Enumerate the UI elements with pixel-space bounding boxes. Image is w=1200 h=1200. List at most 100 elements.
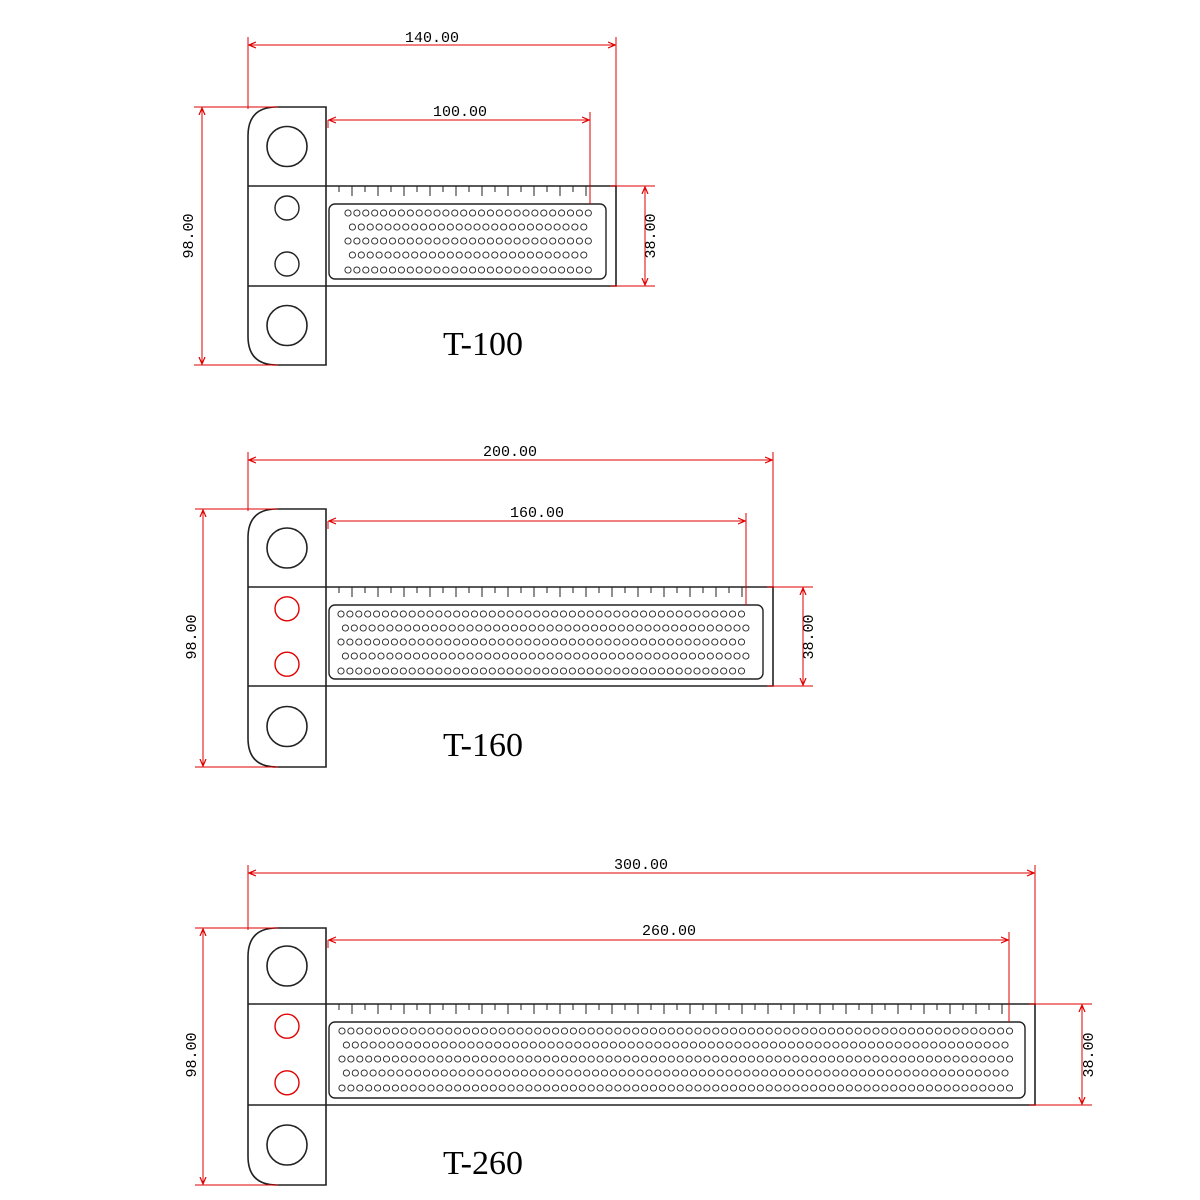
marking-hole	[608, 652, 616, 660]
marking-hole	[623, 1027, 631, 1035]
marking-hole	[703, 1055, 711, 1063]
marking-hole	[730, 1055, 738, 1063]
marking-hole	[956, 1069, 965, 1077]
marking-hole	[439, 652, 447, 660]
marking-hole	[626, 624, 634, 632]
marking-hole	[706, 652, 714, 660]
marking-hole	[531, 209, 539, 217]
marking-hole	[353, 237, 361, 245]
marking-hole	[384, 223, 392, 231]
marking-hole	[943, 1055, 951, 1063]
marking-hole	[387, 1069, 395, 1077]
marking-hole	[382, 1027, 391, 1035]
marking-hole	[338, 1027, 346, 1035]
marking-hole	[721, 1055, 729, 1063]
marking-hole	[411, 223, 419, 231]
marking-hole	[424, 266, 432, 274]
marking-hole	[890, 1027, 898, 1035]
marking-hole	[648, 667, 657, 675]
marking-hole	[559, 610, 568, 618]
marking-hole	[930, 1041, 938, 1049]
marking-hole	[979, 1055, 987, 1063]
marking-hole	[480, 1055, 488, 1063]
marking-hole	[494, 1069, 502, 1077]
marking-hole	[921, 1069, 929, 1077]
marking-hole	[632, 1084, 640, 1092]
marking-hole	[555, 624, 563, 632]
marking-hole	[881, 1084, 889, 1092]
marking-hole	[648, 610, 657, 618]
marking-hole	[609, 1069, 617, 1077]
marking-hole	[510, 624, 519, 632]
marking-hole	[819, 1027, 827, 1035]
marking-hole	[369, 1069, 377, 1077]
marking-hole	[571, 223, 579, 231]
blade-outline	[326, 1003, 1036, 1106]
marking-hole	[414, 1069, 422, 1077]
marking-hole	[533, 667, 541, 675]
marking-hole	[684, 638, 692, 646]
marking-hole	[460, 209, 468, 217]
marking-hole	[467, 1069, 475, 1077]
marking-hole	[737, 610, 746, 618]
marking-hole	[404, 652, 412, 660]
marking-hole	[534, 1027, 542, 1035]
marking-hole	[470, 610, 479, 618]
marking-hole	[502, 652, 510, 660]
marking-hole	[694, 1055, 702, 1063]
marking-hole	[582, 652, 590, 660]
marking-hole	[617, 652, 625, 660]
marking-hole	[440, 1069, 448, 1077]
marking-hole	[543, 1027, 551, 1035]
marking-hole	[640, 610, 648, 618]
marking-hole	[569, 1027, 577, 1035]
marking-hole	[596, 1055, 604, 1063]
marking-hole	[733, 624, 741, 632]
marking-hole	[446, 251, 454, 259]
marking-hole	[672, 1041, 680, 1049]
marking-hole	[872, 1055, 880, 1063]
marking-hole	[641, 1055, 649, 1063]
marking-hole	[535, 223, 543, 231]
marking-hole	[756, 1027, 764, 1035]
marking-hole	[596, 1027, 604, 1035]
marking-hole	[368, 652, 376, 660]
marking-hole	[595, 667, 603, 675]
marking-hole	[513, 237, 521, 245]
marking-hole	[671, 652, 679, 660]
marking-hole	[814, 1069, 822, 1077]
marking-hole	[608, 624, 616, 632]
marking-hole	[498, 1027, 506, 1035]
marking-hole	[698, 1069, 706, 1077]
marking-hole	[707, 1069, 715, 1077]
marking-hole	[580, 251, 588, 259]
small-hole	[274, 1070, 300, 1096]
marking-hole	[979, 1084, 987, 1092]
marking-hole	[697, 652, 705, 660]
marking-hole	[540, 237, 548, 245]
marking-hole	[943, 1027, 951, 1035]
model-label: T-100	[443, 326, 523, 363]
handle-outline	[247, 927, 327, 1186]
marking-hole	[845, 1084, 853, 1092]
marking-hole	[623, 1084, 631, 1092]
marking-hole	[551, 610, 559, 618]
marking-hole	[787, 1041, 795, 1049]
marking-hole	[353, 266, 361, 274]
marking-hole	[522, 237, 530, 245]
marking-hole	[908, 1055, 916, 1063]
marking-hole	[519, 652, 527, 660]
marking-hole	[471, 1084, 480, 1092]
marking-hole	[485, 1041, 493, 1049]
mounting-hole	[266, 1124, 308, 1166]
marking-hole	[549, 266, 557, 274]
marking-hole	[863, 1055, 871, 1063]
marking-hole	[711, 638, 719, 646]
marking-hole	[562, 251, 570, 259]
marking-hole	[455, 223, 463, 231]
marking-hole	[497, 610, 505, 618]
marking-hole	[477, 266, 486, 274]
marking-hole	[502, 624, 510, 632]
marking-hole	[543, 1084, 551, 1092]
